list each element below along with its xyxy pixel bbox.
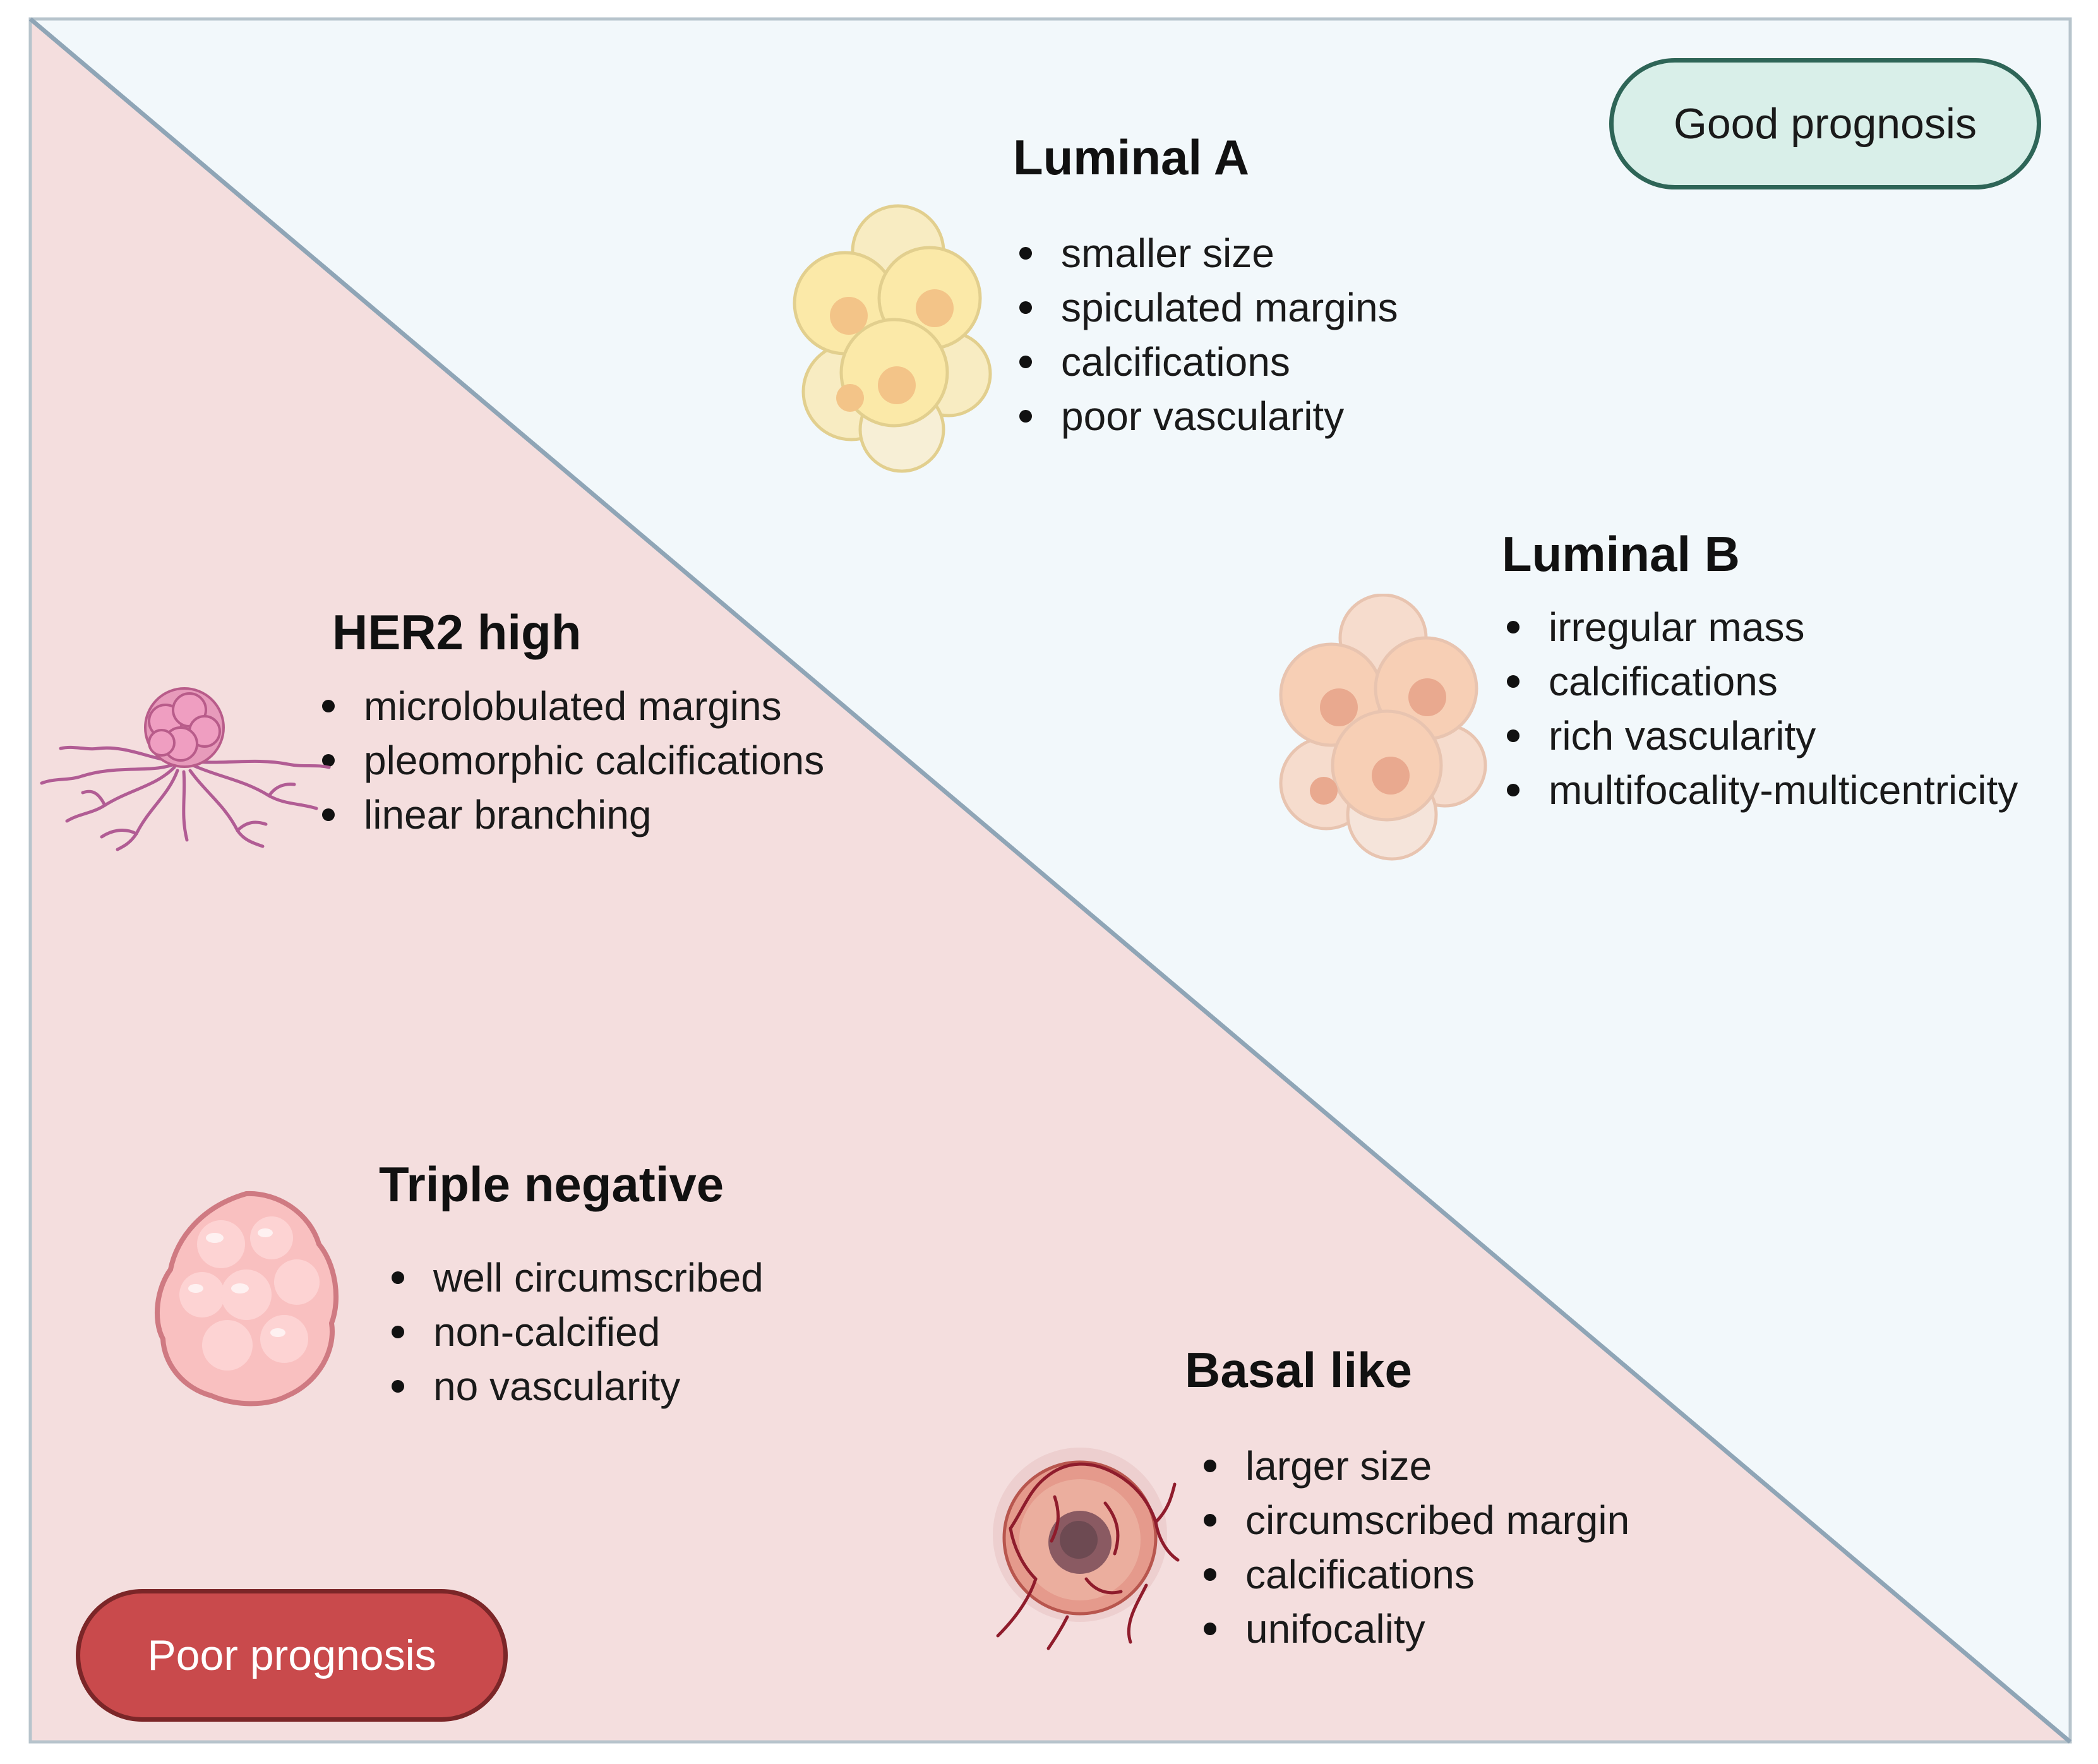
- feature-item: unifocality: [1204, 1602, 1629, 1656]
- feature-item: well circumscribed: [392, 1251, 764, 1305]
- feature-item: linear branching: [322, 788, 824, 842]
- diagonal-divider: [28, 17, 2072, 1744]
- good-prognosis-label: Good prognosis: [1673, 100, 1977, 148]
- poor-prognosis-badge: Poor prognosis: [76, 1589, 508, 1722]
- lobulated-mass-icon: [155, 1191, 339, 1407]
- feature-item: larger size: [1204, 1439, 1629, 1493]
- feature-item: circumscribed margin: [1204, 1493, 1629, 1547]
- luminal-a-title: Luminal A: [1013, 129, 1250, 185]
- cell-cluster-peach-icon: [1279, 594, 1487, 861]
- triple-negative-features: well circumscribed non-calcified no vasc…: [392, 1251, 764, 1413]
- good-prognosis-badge: Good prognosis: [1609, 58, 2041, 189]
- feature-item: poor vascularity: [1019, 389, 1398, 443]
- feature-item: smaller size: [1019, 226, 1398, 280]
- frame-border: [28, 17, 2072, 1744]
- feature-item: rich vascularity: [1507, 709, 2018, 763]
- her2-high-features: microlobulated margins pleomorphic calci…: [322, 679, 824, 842]
- feature-item: spiculated margins: [1019, 280, 1398, 335]
- her2-high-title: HER2 high: [332, 604, 582, 660]
- feature-item: calcifications: [1507, 654, 2018, 709]
- spiculated-tumor-icon: [40, 687, 331, 851]
- luminal-a-features: smaller size spiculated margins calcific…: [1019, 226, 1398, 443]
- luminal-b-features: irregular mass calcifications rich vascu…: [1507, 600, 2018, 817]
- basal-like-title: Basal like: [1185, 1342, 1412, 1398]
- feature-item: non-calcified: [392, 1305, 764, 1359]
- feature-item: pleomorphic calcifications: [322, 733, 824, 788]
- luminal-b-title: Luminal B: [1502, 526, 1741, 582]
- triple-negative-title: Triple negative: [379, 1156, 724, 1212]
- feature-item: irregular mass: [1507, 600, 2018, 654]
- feature-item: no vascularity: [392, 1359, 764, 1413]
- feature-item: calcifications: [1204, 1547, 1629, 1602]
- feature-item: multifocality-multicentricity: [1507, 763, 2018, 817]
- feature-item: microlobulated margins: [322, 679, 824, 733]
- cell-cluster-yellow-icon: [793, 204, 992, 473]
- feature-item: calcifications: [1019, 335, 1398, 389]
- vascularized-tumor-icon: [993, 1448, 1180, 1650]
- poor-prognosis-label: Poor prognosis: [147, 1631, 436, 1679]
- basal-like-features: larger size circumscribed margin calcifi…: [1204, 1439, 1629, 1656]
